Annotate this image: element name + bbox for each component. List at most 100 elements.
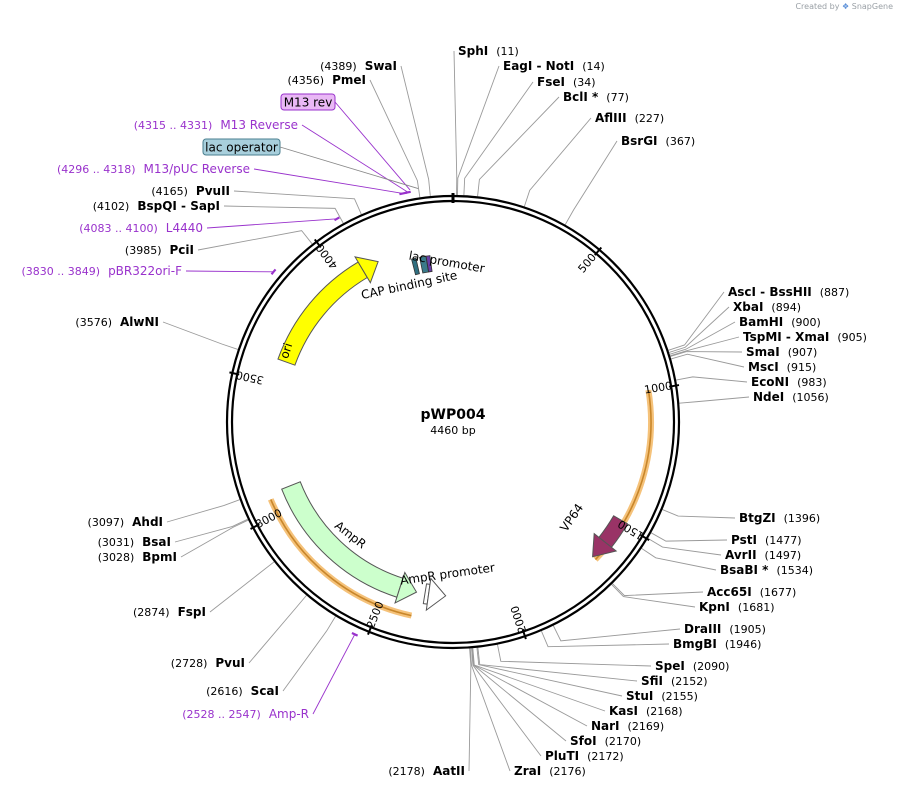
enzyme-leader-line (477, 647, 638, 682)
enzyme-name: SfiI (641, 674, 663, 688)
enzyme-label: SfiI (2152) (641, 674, 708, 688)
enzyme-name: SwaI (365, 59, 397, 73)
enzyme-label: NdeI(1056) (753, 390, 829, 404)
feature-arrowhead (394, 571, 418, 604)
enzyme-name: SmaI (746, 345, 780, 359)
enzyme-position: (3031) (98, 536, 135, 549)
enzyme-leader-line (233, 190, 362, 215)
primer-name: M13 Reverse (220, 118, 298, 132)
enzyme-label: SpeI(2090) (655, 659, 729, 673)
ori-label: ori (277, 341, 295, 360)
enzyme-leader-line (523, 117, 592, 207)
primer-leader-line (185, 270, 274, 273)
enzyme-leader-line (662, 509, 736, 519)
enzyme-leader-line (469, 648, 511, 772)
enzyme-leader-line (676, 376, 748, 383)
enzyme-position: (3576) (75, 316, 112, 329)
enzyme-name: NdeI (753, 390, 784, 404)
enzyme-position: (2168) (646, 705, 683, 718)
enzyme-name: Acc65I (707, 585, 752, 599)
primer-leader-line (253, 168, 404, 194)
primer-leader-line (312, 634, 356, 715)
enzyme-label: NarI(2169) (591, 719, 664, 733)
enzyme-leader-line (248, 595, 307, 664)
enzyme-position: (2176) (549, 765, 586, 778)
plasmid-size: 4460 bp (430, 424, 475, 437)
tick-mark (594, 246, 603, 256)
credit-brand: SnapGene (851, 2, 893, 11)
enzyme-position: (2170) (605, 735, 642, 748)
enzyme-name: EagI - NotI (503, 59, 574, 73)
enzyme-label: SfoI(2170) (570, 734, 641, 748)
enzyme-leader-line (670, 353, 745, 368)
tick-mark (668, 384, 680, 388)
primer-name: Amp-R (269, 707, 309, 721)
enzyme-label: (4389)SwaI (320, 59, 397, 73)
tick-label: 2500 (364, 600, 386, 631)
tick-mark (229, 371, 240, 376)
enzyme-label: XbaI(894) (733, 300, 801, 314)
enzyme-name: PmeI (332, 73, 366, 87)
enzyme-name: SpeI (655, 659, 685, 673)
enzyme-leader-line (162, 321, 239, 350)
enzyme-position: (907) (788, 346, 818, 359)
enzyme-name: PvuI (215, 656, 245, 670)
primer-arc (270, 268, 277, 275)
enzyme-position: (915) (787, 361, 817, 374)
enzyme-name: BsrGI (621, 134, 658, 148)
primer-name: pBR322ori-F (108, 264, 182, 278)
enzyme-leader-line (670, 336, 740, 357)
enzyme-position: (77) (606, 91, 629, 104)
enzyme-position: (2172) (587, 750, 624, 763)
enzyme-label: (2728)PvuI (171, 656, 245, 670)
enzyme-position: (900) (791, 316, 821, 329)
enzyme-name: BclI * (563, 90, 599, 104)
tick-label: 3500 (235, 368, 265, 387)
primer-name: M13/pUC Reverse (144, 162, 251, 176)
enzyme-position: (34) (573, 76, 596, 89)
primer-name: L4440 (166, 221, 203, 235)
enzyme-leader-line (611, 584, 696, 608)
tick-label: 3000 (253, 506, 284, 531)
primer-leader-line (301, 124, 409, 193)
tick-label: 1000 (643, 379, 673, 396)
enzyme-leader-line (471, 648, 542, 757)
enzyme-leader-line (668, 291, 725, 351)
boxed-label-leader (279, 146, 419, 190)
enzyme-leader-line (180, 519, 249, 558)
enzyme-leader-line (641, 547, 717, 571)
primer-arc (351, 632, 359, 637)
enzyme-position: (2155) (661, 690, 698, 703)
primer-label: (4315 .. 4331)M13 Reverse (134, 118, 298, 132)
enzyme-label: TspMI - XmaI(905) (743, 330, 867, 344)
enzyme-name: XbaI (733, 300, 763, 314)
enzyme-position: (3985) (125, 244, 162, 257)
enzyme-position: (367) (666, 135, 696, 148)
enzyme-label: AflIII(227) (595, 111, 664, 125)
enzyme-label: StuI(2155) (626, 689, 698, 703)
enzyme-leader-line (612, 583, 704, 597)
enzyme-label: MscI(915) (748, 360, 816, 374)
enzyme-position: (1477) (765, 534, 802, 547)
enzyme-leader-line (669, 321, 736, 355)
enzyme-name: BamHI (739, 315, 783, 329)
credit-prefix: Created by (795, 2, 840, 11)
enzyme-position: (1681) (738, 601, 775, 614)
cap-binding-site-label: CAP binding site (360, 268, 459, 302)
enzyme-position: (983) (797, 376, 827, 389)
enzyme-leader-line (468, 648, 472, 772)
enzyme-leader-line (477, 96, 560, 197)
enzyme-label: BmgBI(1946) (673, 637, 761, 651)
enzyme-leader-line (453, 50, 458, 196)
feature-arrowhead (425, 577, 447, 612)
enzyme-label: (2616)ScaI (206, 684, 279, 698)
enzyme-label: (4102)BspQI - SapI (93, 199, 220, 213)
site-labels: SphI(11)EagI - NotI(14)FseI(34)BclI *(77… (22, 44, 867, 778)
enzyme-leader-line (564, 140, 618, 225)
enzyme-label: ZraI(2176) (514, 764, 586, 778)
boxed-label-leader (334, 101, 411, 191)
enzyme-position: (2152) (671, 675, 708, 688)
enzyme-position: (227) (635, 112, 665, 125)
enzyme-name: PluTI (545, 749, 579, 763)
tick-mark (250, 523, 260, 530)
